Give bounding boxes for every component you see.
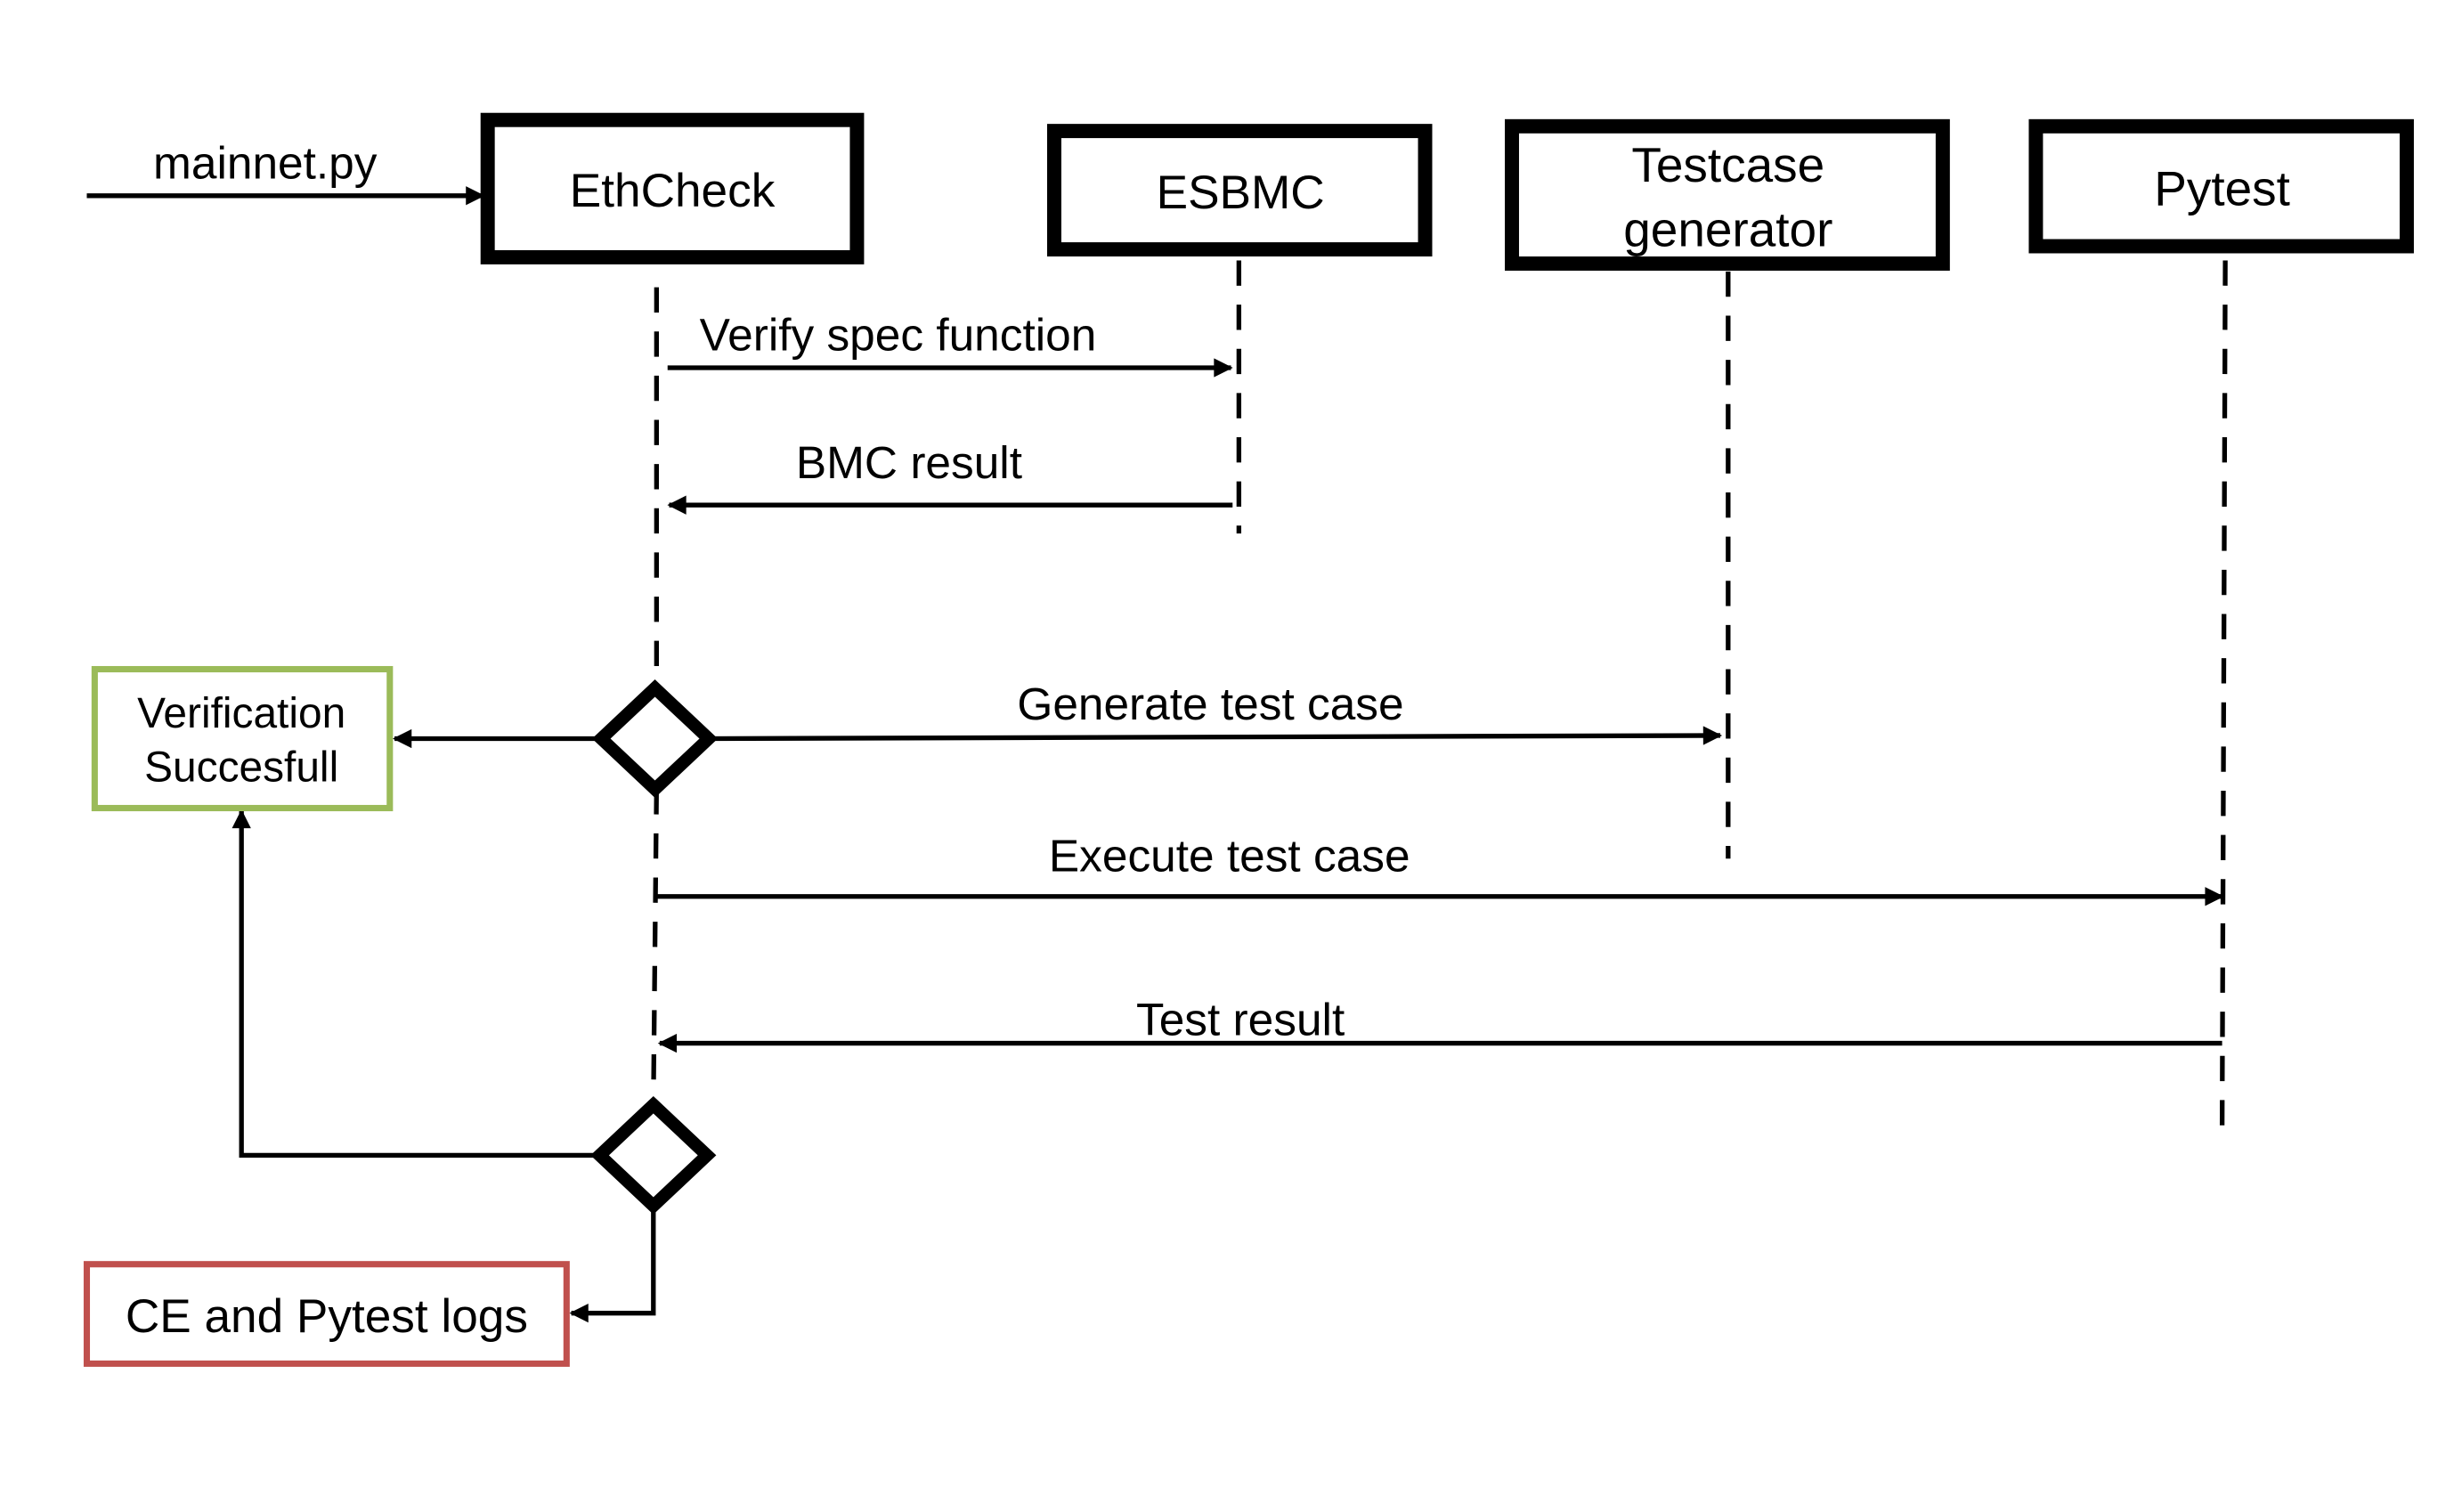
participant-ethcheck: EthCheck (480, 112, 865, 264)
outcome-verification-successful-box (91, 665, 394, 812)
message-execute-test-case: Execute test case (656, 829, 2224, 906)
participant-esbmc: ESBMC (1047, 124, 1433, 257)
outcome-success-label-line1: Verification (137, 690, 345, 737)
lifeline-pytest (2219, 260, 2228, 1134)
message-bmc-result-label: BMC result (796, 436, 1022, 488)
outcome-success-label-line2: Succesfull (144, 744, 338, 791)
outcome-logs: CE and Pytest logs (83, 1261, 570, 1367)
participant-ethcheck-label: EthCheck (570, 165, 776, 217)
input-arrow: mainnet.py (86, 136, 485, 206)
participant-pytest: Pytest (2028, 118, 2414, 254)
decision-diamond-2 (590, 1095, 717, 1215)
participant-testcase-generator-label-line2: generator (1623, 202, 1832, 257)
outcome-logs-box (83, 1261, 570, 1367)
message-execute-test-case-label: Execute test case (1049, 829, 1410, 881)
message-test-result: Test result (657, 994, 2222, 1053)
participant-pytest-label: Pytest (2154, 160, 2290, 215)
outcome-logs-label: CE and Pytest logs (126, 1290, 528, 1343)
message-test-result-label: Test result (1136, 994, 1345, 1045)
branch-to-success-2 (232, 809, 600, 1158)
message-verify-spec-label: Verify spec function (700, 308, 1097, 360)
message-generate-test-case: Generate test case (708, 678, 1723, 745)
decision-diamond-1 (591, 679, 719, 798)
participant-testcase-generator-label-line1: Testcase (1631, 137, 1824, 192)
message-generate-test-case-label: Generate test case (1017, 678, 1403, 729)
lifeline-ethcheck-lower (651, 789, 659, 1105)
branch-to-logs (569, 1206, 656, 1323)
participant-esbmc-label: ESBMC (1157, 167, 1325, 219)
input-label: mainnet.py (153, 136, 378, 188)
message-verify-spec: Verify spec function (667, 308, 1233, 378)
participant-testcase-generator: Testcase generator (1505, 118, 1950, 271)
outcome-verification-successful: Verification Succesfull (91, 665, 394, 812)
message-bmc-result: BMC result (667, 436, 1233, 515)
